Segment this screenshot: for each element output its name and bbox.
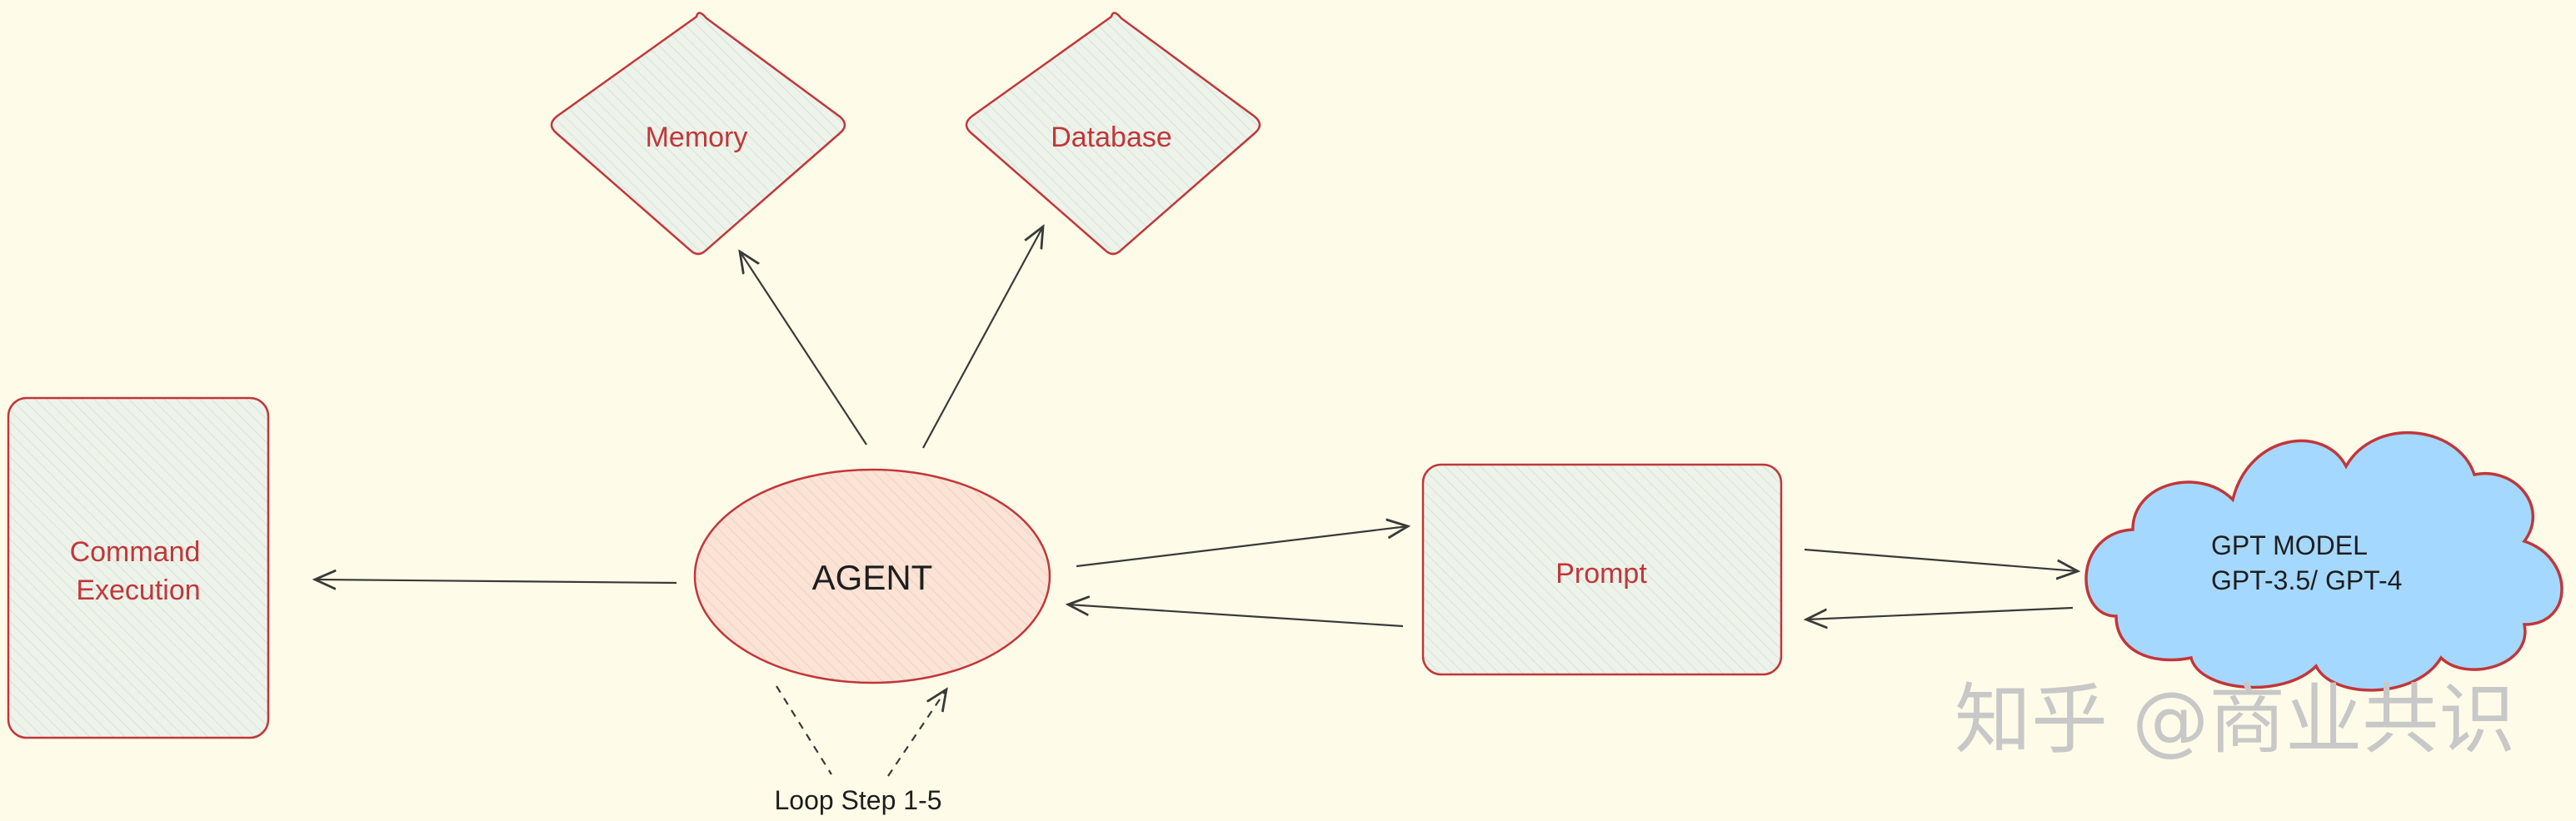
arrows — [315, 226, 2078, 777]
loop-arrow-up — [887, 689, 946, 777]
arrow-agent-to-prompt — [1076, 526, 1408, 568]
agent-node: AGENT — [693, 468, 1051, 684]
arrow-agent-to-memory — [740, 251, 867, 445]
arrow-agent-to-database — [922, 226, 1043, 449]
command-label-line2: Execution — [76, 575, 200, 606]
arrow-agent-to-command — [315, 580, 677, 583]
gpt-model-node: GPT MODEL GPT-3.5/ GPT-4 — [2084, 431, 2564, 692]
loop-label: Loop Step 1-5 — [774, 785, 941, 815]
loop-arrow-down — [776, 685, 832, 775]
gpt-label-line1: GPT MODEL — [2211, 530, 2368, 560]
arrow-gpt-to-prompt — [1806, 606, 2074, 619]
prompt-label: Prompt — [1555, 558, 1647, 590]
gpt-label-line2: GPT-3.5/ GPT-4 — [2211, 565, 2402, 595]
arrow-prompt-to-agent — [1068, 605, 1404, 628]
memory-node: Memory — [550, 12, 846, 256]
command-execution-node: Command Execution — [7, 396, 270, 739]
database-node: Database — [965, 12, 1261, 256]
arrow-prompt-to-gpt — [1804, 548, 2078, 571]
command-label-line1: Command — [70, 536, 201, 568]
database-label: Database — [1051, 122, 1172, 153]
agent-label: AGENT — [812, 558, 933, 597]
prompt-node: Prompt — [1421, 463, 1783, 676]
memory-label: Memory — [646, 122, 748, 153]
watermark: 知乎 @商业共识 — [1954, 675, 2515, 764]
